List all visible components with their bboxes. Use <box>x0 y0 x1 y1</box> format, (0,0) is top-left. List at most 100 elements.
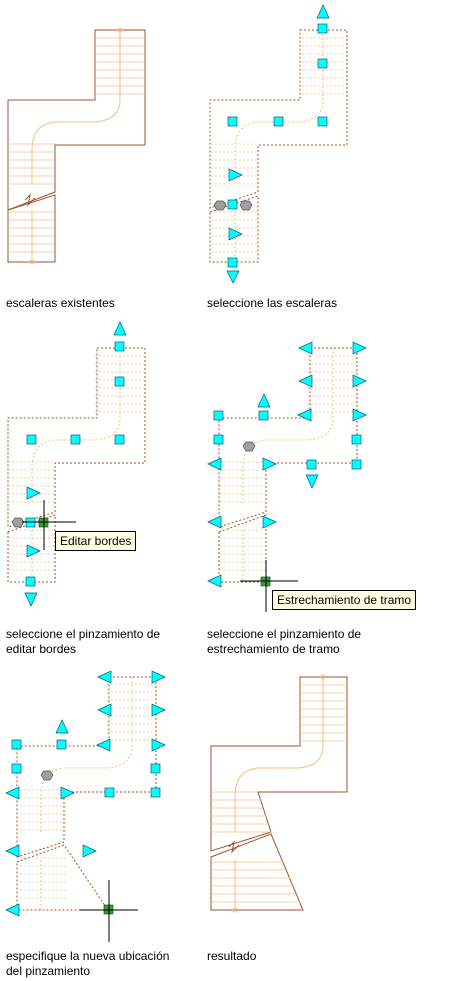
grip-square[interactable] <box>70 434 81 445</box>
grip-arrow-right[interactable] <box>262 515 277 529</box>
grip-arrow-right[interactable] <box>228 227 243 241</box>
grip-square[interactable] <box>11 763 22 774</box>
walkline <box>40 677 133 910</box>
grip-square[interactable] <box>104 787 115 798</box>
grip-arrow-left[interactable] <box>96 738 111 752</box>
grip-arrow-left[interactable] <box>207 574 222 588</box>
grip-square[interactable] <box>227 199 238 210</box>
break-mark <box>228 840 240 854</box>
walkline <box>31 348 121 582</box>
grip-square[interactable] <box>11 739 22 750</box>
stair-treads <box>211 684 347 903</box>
grip-square[interactable] <box>273 116 284 127</box>
stair-outline-lower <box>7 194 56 263</box>
grip-arrow-right[interactable] <box>228 168 243 182</box>
tooltip-run-taper: Estrechamiento de tramo <box>272 590 417 610</box>
grip-square[interactable] <box>150 787 161 798</box>
grip-square[interactable] <box>114 376 125 387</box>
hex-grip[interactable] <box>40 770 54 781</box>
caption-new-location-line1: especifique la nueva ubicación <box>6 949 169 963</box>
tooltip-edit-edges: Editar bordes <box>55 531 137 551</box>
grip-arrow-up[interactable] <box>257 393 271 408</box>
caption-result: resultado <box>207 949 257 963</box>
stair-outline-lower <box>210 833 304 911</box>
grip-square[interactable] <box>258 410 269 421</box>
grip-arrow-right[interactable] <box>352 408 367 422</box>
grip-arrow-down[interactable] <box>24 592 38 607</box>
grip-arrow-right[interactable] <box>352 374 367 388</box>
grip-square[interactable] <box>114 434 125 445</box>
grip-arrow-down[interactable] <box>305 474 319 489</box>
grip-square[interactable] <box>227 116 238 127</box>
grip-square[interactable] <box>306 459 317 470</box>
grip-arrow-right[interactable] <box>151 738 166 752</box>
grip-square[interactable] <box>56 739 67 750</box>
grip-arrow-right[interactable] <box>26 486 41 500</box>
walkline <box>234 677 324 910</box>
hex-grip[interactable] <box>213 200 227 211</box>
grip-arrow-left[interactable] <box>5 786 20 800</box>
grip-square[interactable] <box>114 341 125 352</box>
break-mark <box>24 193 36 207</box>
panel-run-taper-grip <box>207 341 367 612</box>
stair-outline <box>7 29 146 211</box>
grip-arrow-left[interactable] <box>97 670 112 684</box>
stair-outline-dashed <box>209 29 348 263</box>
grip-arrow-up[interactable] <box>316 4 330 19</box>
grip-arrow-up[interactable] <box>55 719 69 734</box>
grip-arrow-right[interactable] <box>151 703 166 717</box>
grip-square[interactable] <box>351 459 362 470</box>
grip-square[interactable] <box>351 434 362 445</box>
grip-arrow-left[interactable] <box>297 408 312 422</box>
grip-arrow-left[interactable] <box>97 703 112 717</box>
walkline <box>234 30 324 262</box>
panel-edit-edges-grip <box>7 321 146 607</box>
walkline-start-mark <box>232 907 238 913</box>
grip-square[interactable] <box>317 23 328 34</box>
grip-arrow-left[interactable] <box>298 341 313 355</box>
hex-grip[interactable] <box>242 441 256 452</box>
stair-outline <box>210 676 348 852</box>
grip-arrow-left[interactable] <box>298 374 313 388</box>
caption-existing-stairs: escaleras existentes <box>6 296 115 310</box>
grip-arrow-right[interactable] <box>262 457 277 471</box>
stair-treads <box>219 355 358 571</box>
panel-new-grip-location <box>5 670 166 942</box>
grip-arrow-left[interactable] <box>5 903 20 917</box>
grip-square[interactable] <box>26 434 37 445</box>
stair-outline-dashed <box>16 676 157 911</box>
panel-existing-stairs <box>7 27 146 265</box>
grip-square[interactable] <box>150 763 161 774</box>
grip-arrow-right[interactable] <box>151 670 166 684</box>
grip-square[interactable] <box>317 116 328 127</box>
grip-square[interactable] <box>227 257 238 268</box>
hex-grip[interactable] <box>239 200 253 211</box>
grip-arrow-left[interactable] <box>5 844 20 858</box>
grip-square[interactable] <box>213 434 224 445</box>
walkline-start-mark <box>29 259 35 265</box>
grip-arrow-up[interactable] <box>113 321 127 336</box>
stair-outline-dashed <box>218 347 358 583</box>
caption-run-taper-line1: seleccione el pinzamiento de <box>207 627 361 641</box>
grip-arrow-right[interactable] <box>26 544 41 558</box>
grip-arrow-right[interactable] <box>82 844 97 858</box>
grip-arrow-down[interactable] <box>226 270 240 284</box>
hex-grip[interactable] <box>11 517 25 528</box>
caption-select-stairs: seleccione las escaleras <box>207 296 337 310</box>
caption-run-taper-line2: estrechamiento de tramo <box>207 642 340 656</box>
grip-square[interactable] <box>317 58 328 69</box>
walkline <box>242 348 334 582</box>
grip-arrow-left[interactable] <box>207 515 222 529</box>
panel-result <box>210 674 348 913</box>
caption-edit-edges-line2: editar bordes <box>6 642 76 656</box>
grip-square[interactable] <box>213 410 224 421</box>
grip-arrow-left[interactable] <box>207 457 222 471</box>
walkline-end-mark <box>117 27 123 33</box>
grip-arrow-right[interactable] <box>60 786 75 800</box>
grip-square[interactable] <box>25 576 36 587</box>
walkline-end-mark <box>320 674 326 680</box>
grip-arrow-right[interactable] <box>352 341 367 355</box>
caption-edit-edges-line1: seleccione el pinzamiento de <box>6 627 160 641</box>
caption-new-location-line2: del pinzamiento <box>6 964 90 978</box>
